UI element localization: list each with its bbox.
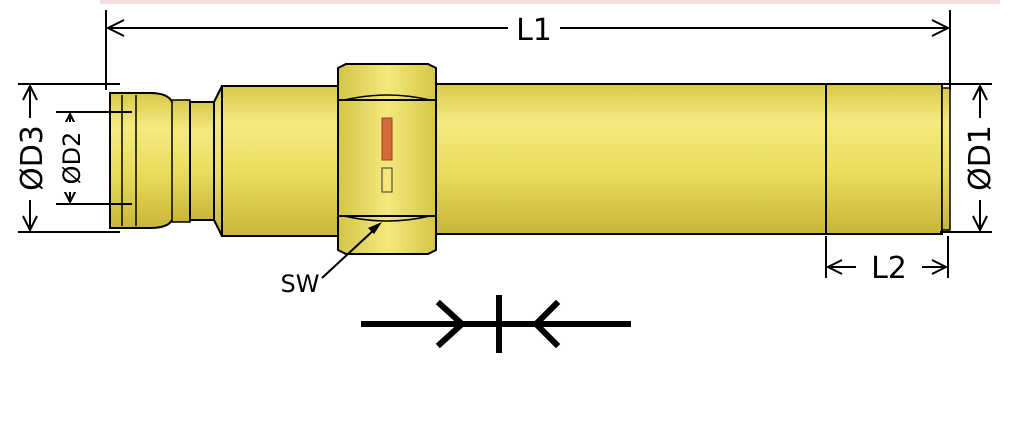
fitting-body [109,63,951,255]
cropped-header-strip [100,0,1000,4]
l1-dimension: L1 [105,10,951,90]
d2-label: ØD2 [58,132,86,185]
d1-dimension: ØD1 [940,83,998,233]
sw-label: SW [281,270,320,298]
plug-neck [189,101,215,221]
d3-dimension: ØD3 [15,83,120,233]
coupling-symbol-icon [361,295,631,353]
tube-tail [825,83,943,235]
body-front [221,85,339,237]
tube [435,83,827,235]
sw-callout: SW [281,222,382,298]
d1-label: ØD1 [963,125,998,191]
hex-marking [381,117,393,161]
d3-label: ØD3 [15,125,50,191]
l2-dimension: L2 [825,236,949,286]
d2-dimension: ØD2 [56,111,132,205]
l2-label: L2 [871,251,907,286]
l1-label: L1 [516,13,552,48]
plug-nose [109,92,181,229]
